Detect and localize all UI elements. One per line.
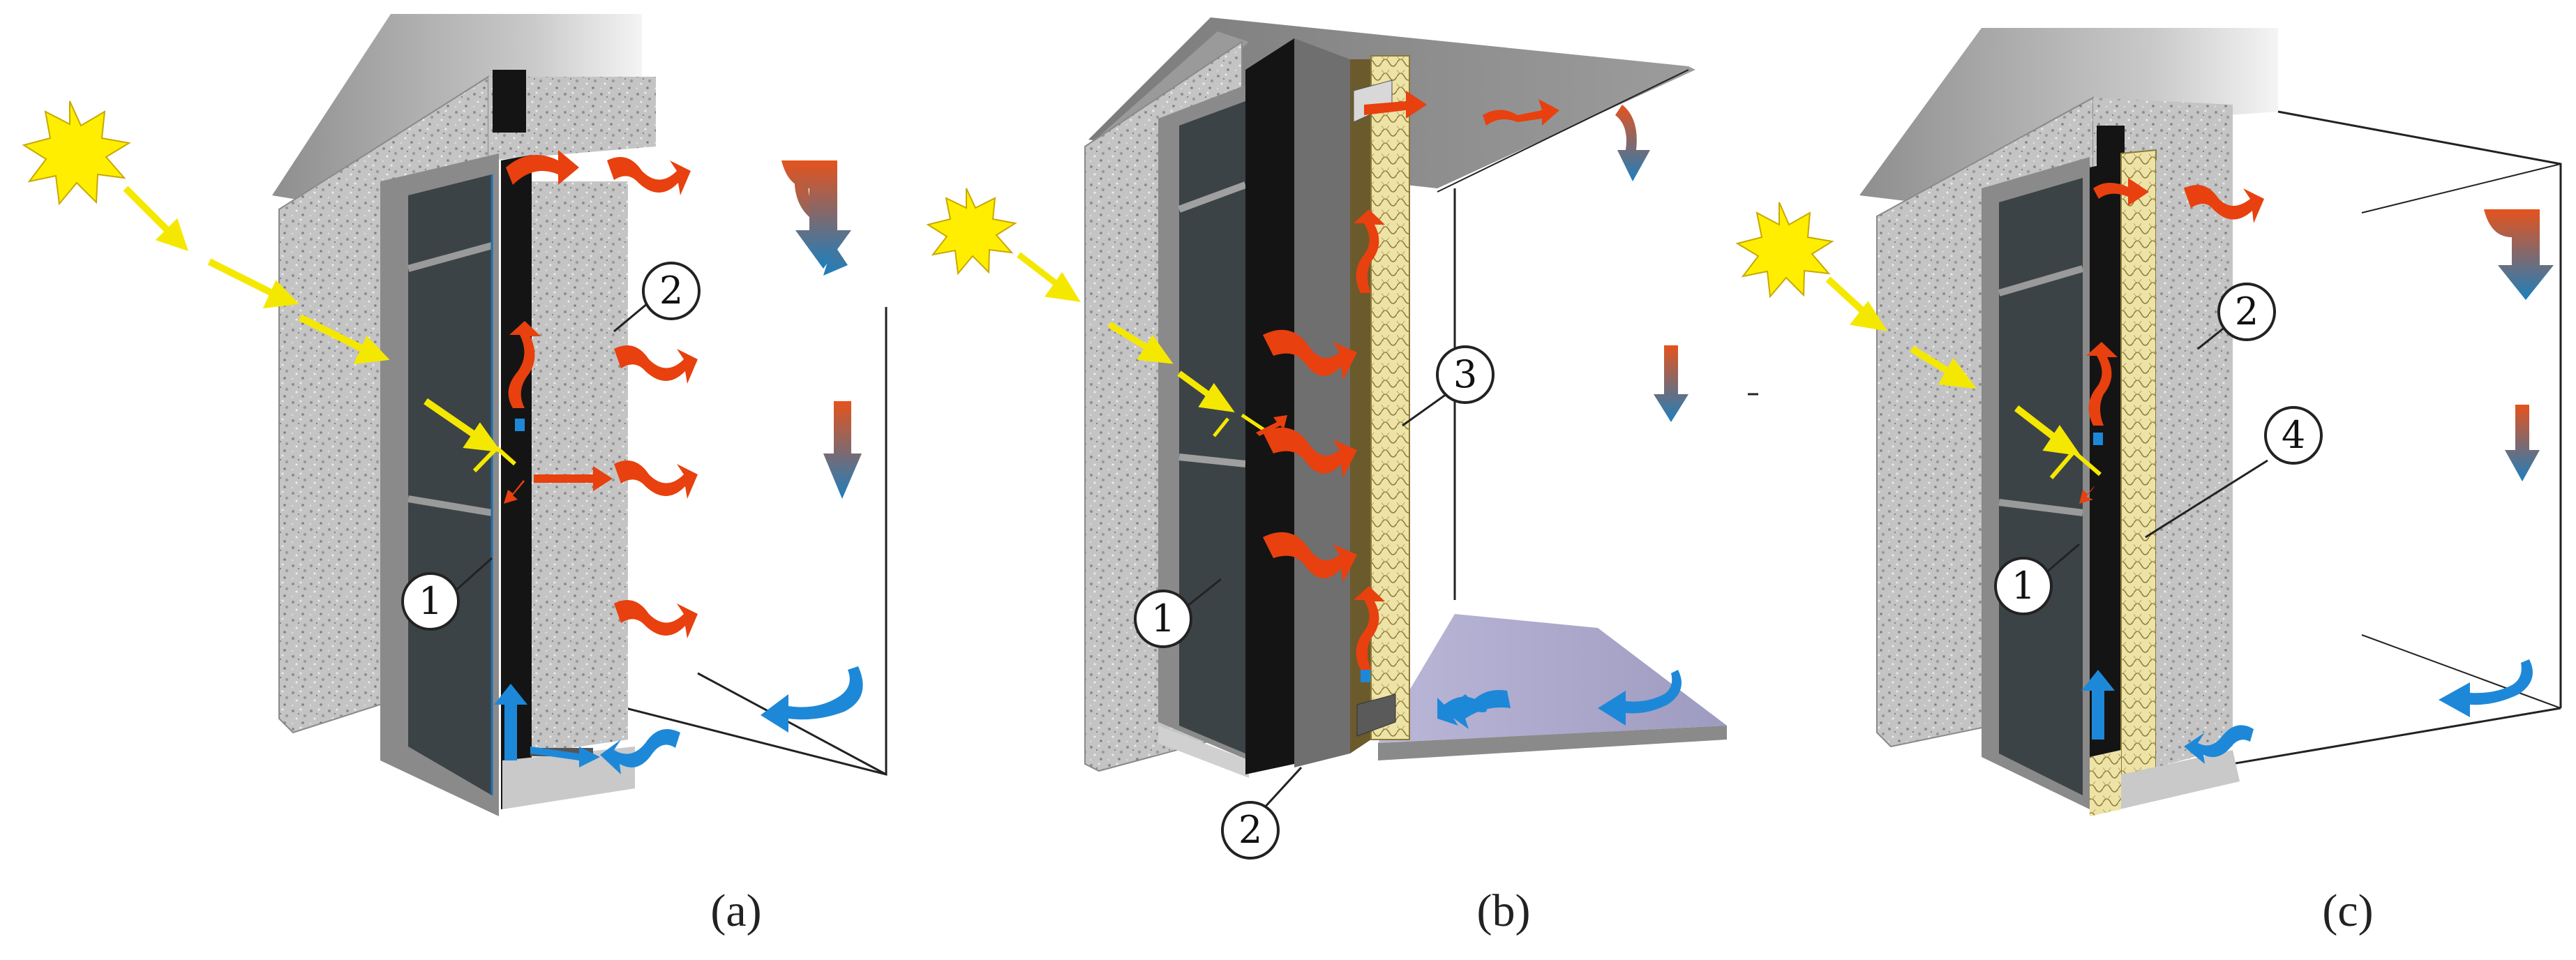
glazing-a bbox=[408, 174, 492, 795]
warm-air-arrow bbox=[1256, 91, 1559, 670]
callout-b-3: 3 bbox=[1436, 345, 1495, 404]
solar-ray-arrow bbox=[1017, 252, 1275, 438]
sun-icon bbox=[926, 188, 1017, 276]
caption-c: (c) bbox=[2322, 885, 2374, 936]
cool-air-arrow bbox=[2081, 659, 2533, 764]
inner-wall-a bbox=[532, 181, 628, 753]
gradient-down-arrow bbox=[2484, 209, 2554, 481]
solar-ray-arrow bbox=[123, 186, 516, 473]
caption-b: (b) bbox=[1476, 885, 1531, 936]
cool-air-arrow bbox=[1437, 670, 1682, 729]
gradient-down-arrow bbox=[1615, 105, 1688, 422]
solar-ray-arrow bbox=[1825, 276, 2102, 479]
callout-b-1: 1 bbox=[1134, 590, 1192, 648]
panel-b bbox=[926, 17, 1758, 811]
insulation-c bbox=[2120, 149, 2157, 790]
absorber-layer-a bbox=[501, 155, 532, 809]
glazing-b bbox=[1179, 101, 1245, 753]
insulation-b bbox=[1370, 55, 1410, 740]
callout-c-4: 4 bbox=[2264, 406, 2323, 465]
absorber-layer-b bbox=[1245, 38, 1294, 774]
panel-c bbox=[1735, 28, 2562, 816]
warm-air-arrow bbox=[504, 150, 698, 638]
callout-c-1: 1 bbox=[1994, 557, 2053, 615]
sun-icon bbox=[1735, 202, 1834, 299]
glazing-c bbox=[1999, 178, 2083, 795]
inner-wall-c bbox=[2156, 160, 2233, 767]
callout-c-2: 2 bbox=[2217, 283, 2276, 341]
callout-b-2: 2 bbox=[1221, 801, 1280, 860]
cool-air-arrow bbox=[494, 666, 863, 774]
callout-a-2: 2 bbox=[642, 262, 701, 320]
callout-a-1: 1 bbox=[401, 572, 460, 631]
sun-icon bbox=[22, 100, 131, 206]
warm-air-arrow bbox=[2079, 178, 2264, 504]
absorber-layer-c bbox=[2090, 160, 2121, 802]
caption-a: (a) bbox=[710, 885, 762, 936]
gradient-down-arrow bbox=[781, 160, 862, 499]
storage-wall-b bbox=[1294, 38, 1350, 767]
panel-a bbox=[22, 14, 888, 816]
